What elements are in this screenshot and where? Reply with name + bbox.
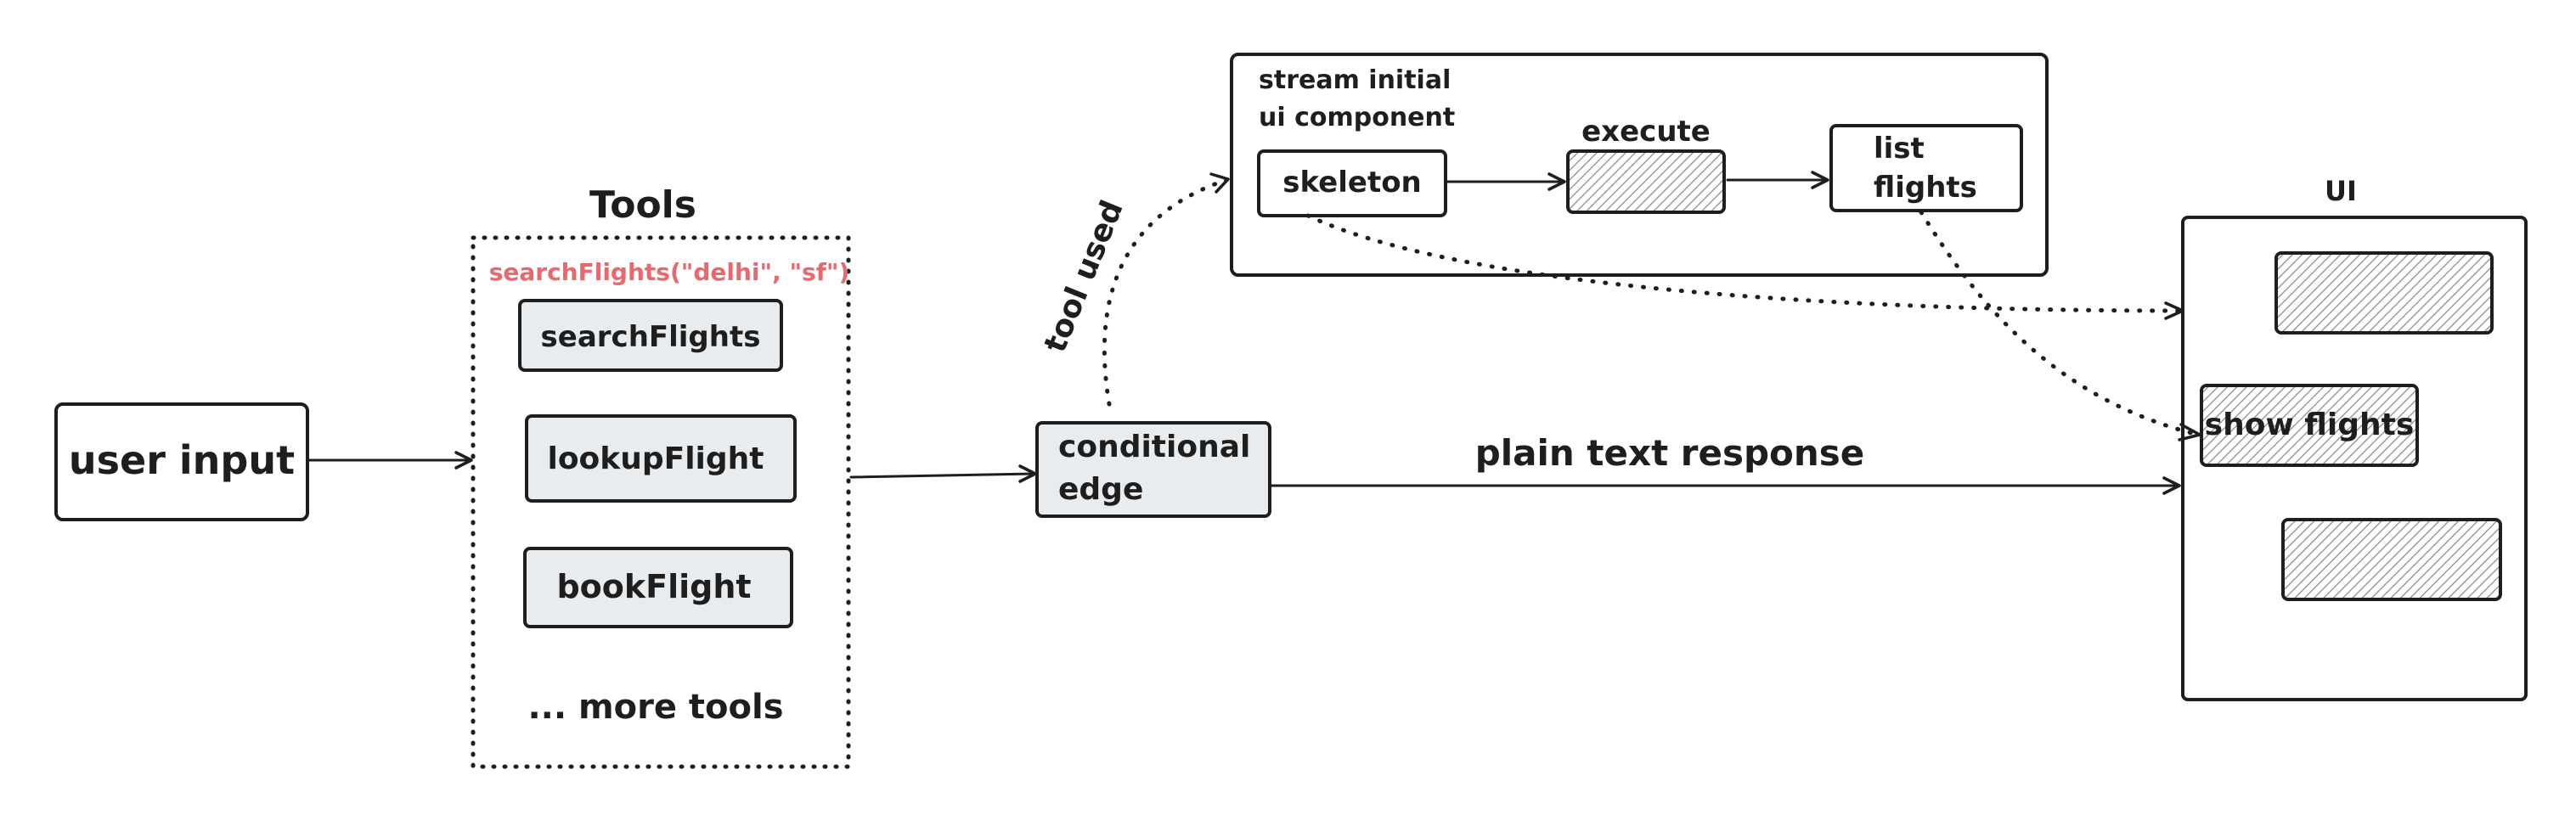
edge-skeleton-to-ui <box>1305 213 2184 320</box>
execute-box <box>1566 149 1726 214</box>
stream-component-group: stream initial ui component skeleton exe… <box>1230 53 2049 277</box>
list-flights-label: list flights <box>1874 132 1977 205</box>
show-flights-box <box>2200 384 2419 467</box>
edge-list-flights-to-show-flights-line <box>1919 210 2201 437</box>
ui-placeholder-top <box>2274 251 2494 335</box>
conditional-edge-node: conditional edge <box>1035 421 1271 518</box>
lookup-flight-box <box>525 414 797 503</box>
execute-label: execute <box>1581 115 1711 149</box>
edge-plain-text-response-arrowhead <box>2162 476 2181 495</box>
edge-tool-used-line <box>1102 177 1229 407</box>
search-flights-box <box>518 299 783 372</box>
conditional-edge-line-1: conditional <box>1058 430 1250 464</box>
edge-execute-to-list-flights <box>1726 171 1829 189</box>
stream-title-line-1: stream initial <box>1259 65 1451 95</box>
tools-title: Tools <box>589 183 696 227</box>
lookup-flight-label: lookupFlight <box>547 441 764 476</box>
edge-list-flights-to-show-flights-arrowhead <box>2178 423 2201 441</box>
edge-skeleton-to-execute-arrowhead <box>1547 172 1566 191</box>
list-flights-line-1: list <box>1874 132 1925 166</box>
skeleton-box <box>1257 149 1447 217</box>
edge-tools-to-conditional-line <box>849 472 1035 479</box>
tool-search-flights: searchFlights <box>518 299 783 372</box>
skeleton-node: skeleton <box>1257 149 1447 217</box>
conditional-edge-box <box>1035 421 1271 518</box>
skeleton-label: skeleton <box>1282 166 1422 200</box>
ui-placeholder-bottom <box>2281 518 2502 601</box>
list-flights-box <box>1829 124 2023 212</box>
edge-tools-to-conditional <box>849 464 1037 483</box>
list-flights-line-2: flights <box>1874 171 1977 205</box>
execute-node: execute <box>1566 115 1726 214</box>
tool-lookup-flight: lookupFlight <box>525 414 797 503</box>
ui-panel: UI show flights <box>2181 175 2528 701</box>
book-flight-label: bookFlight <box>556 568 751 605</box>
stream-component-title: stream initial ui component <box>1259 65 1460 132</box>
edge-plain-text-response: plain text response <box>1270 432 2181 495</box>
search-flights-label: searchFlights <box>541 320 761 354</box>
edge-execute-to-list-flights-arrowhead <box>1811 171 1829 189</box>
edge-list-flights-to-show-flights <box>1919 210 2201 441</box>
more-tools-label: ... more tools <box>527 688 783 727</box>
user-input-node: user input <box>54 402 309 521</box>
edge-skeleton-to-ui-arrowhead <box>2164 301 2184 320</box>
book-flight-box <box>523 547 793 628</box>
tools-group: Tools searchFlights("delhi", "sf") searc… <box>471 183 851 769</box>
user-input-box <box>54 402 309 521</box>
tool-book-flight: bookFlight <box>523 547 793 628</box>
edge-tools-to-conditional-arrowhead <box>1018 464 1037 483</box>
conditional-edge-line-2: edge <box>1058 472 1143 507</box>
list-flights-node: list flights <box>1829 124 2023 212</box>
edge-user-input-to-tools <box>307 451 473 470</box>
edge-tool-used: tool used <box>1038 172 1230 407</box>
user-input-label: user input <box>69 437 295 483</box>
conditional-edge-label: conditional edge <box>1058 430 1261 507</box>
edge-tool-used-arrowhead <box>1209 172 1230 194</box>
stream-title-line-2: ui component <box>1259 103 1455 132</box>
edge-user-input-to-tools-arrowhead <box>454 451 473 470</box>
tools-call-text: searchFlights("delhi", "sf") <box>489 258 850 286</box>
edge-skeleton-to-ui-line <box>1305 213 2184 313</box>
edge-skeleton-to-execute <box>1446 172 1566 191</box>
show-flights-label: show flights <box>2205 408 2415 442</box>
plain-text-response-label: plain text response <box>1475 432 1865 474</box>
tools-container <box>471 235 851 769</box>
ui-title: UI <box>2325 175 2357 207</box>
